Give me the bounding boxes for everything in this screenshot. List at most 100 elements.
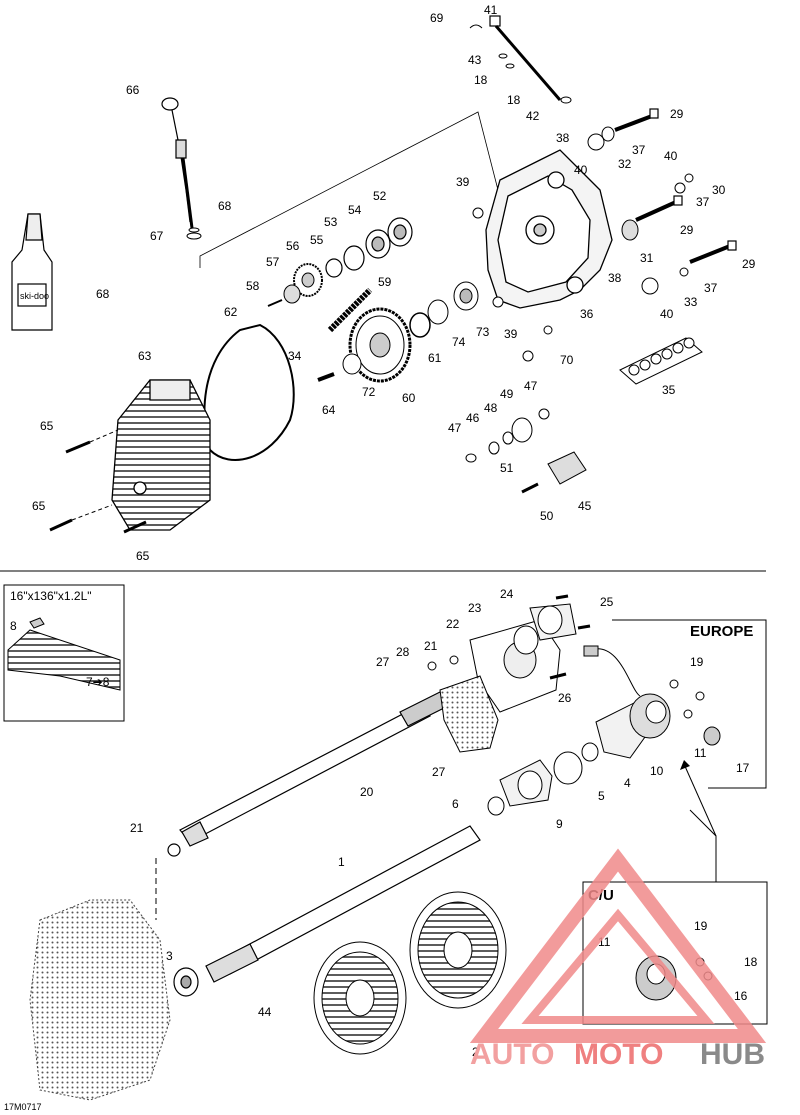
svg-text:6: 6 [452, 797, 459, 811]
watermark-logo [469, 848, 767, 1043]
svg-text:40: 40 [574, 163, 588, 177]
svg-text:52: 52 [373, 189, 387, 203]
svg-text:32: 32 [618, 157, 632, 171]
svg-text:35: 35 [662, 383, 676, 397]
driven-shaft-20 [179, 691, 449, 847]
tensioner-assembly-45-50 [465, 408, 587, 494]
svg-text:50: 50 [540, 509, 554, 523]
label-7-to-8: 7➔8 [86, 675, 110, 689]
svg-text:68: 68 [218, 199, 232, 213]
lower-labels: 24 25 23 22 21 28 27 26 27 20 19 11 17 1… [130, 587, 758, 1059]
svg-text:47: 47 [448, 421, 462, 435]
svg-text:63: 63 [138, 349, 152, 363]
svg-text:26: 26 [558, 691, 572, 705]
svg-text:67: 67 [150, 229, 164, 243]
gasket-62 [203, 323, 295, 461]
watermark-hub: HUB [700, 1038, 765, 1071]
svg-text:42: 42 [526, 109, 540, 123]
svg-text:65: 65 [40, 419, 54, 433]
svg-text:28: 28 [396, 645, 410, 659]
svg-text:58: 58 [246, 279, 260, 293]
svg-text:29: 29 [742, 257, 756, 271]
svg-text:57: 57 [266, 255, 280, 269]
svg-text:66: 66 [126, 83, 140, 97]
oil-bottle-68 [11, 213, 53, 331]
svg-text:4: 4 [624, 776, 631, 790]
svg-text:23: 23 [468, 601, 482, 615]
label-8: 8 [10, 619, 17, 633]
svg-text:19: 19 [690, 655, 704, 669]
diagram-code: 17M0717 [4, 1102, 42, 1112]
svg-text:38: 38 [556, 131, 570, 145]
svg-text:27: 27 [376, 655, 390, 669]
svg-text:18: 18 [474, 73, 488, 87]
bolts-26-28 [427, 655, 567, 680]
washer-67 [186, 227, 202, 240]
svg-text:27: 27 [432, 765, 446, 779]
svg-text:33: 33 [684, 295, 698, 309]
bracket-27 [439, 675, 499, 753]
svg-text:65: 65 [32, 499, 46, 513]
bottle-brand-text: ski-doo [20, 291, 49, 301]
svg-text:64: 64 [322, 403, 336, 417]
svg-text:74: 74 [452, 335, 466, 349]
svg-text:60: 60 [402, 391, 416, 405]
svg-text:59: 59 [378, 275, 392, 289]
svg-text:22: 22 [446, 617, 460, 631]
svg-text:16: 16 [734, 989, 748, 1003]
tensioner-rod-41 [489, 15, 562, 101]
svg-text:40: 40 [664, 149, 678, 163]
svg-text:24: 24 [500, 587, 514, 601]
phantom-chaincase [29, 899, 171, 1101]
svg-text:43: 43 [468, 53, 482, 67]
drive-chain-59 [327, 287, 373, 333]
svg-text:1: 1 [338, 855, 345, 869]
europe-title: EUROPE [690, 623, 753, 640]
small-parts-43-42 [469, 24, 572, 104]
svg-text:31: 31 [640, 251, 654, 265]
bearing-plate-22-25 [469, 594, 591, 713]
svg-text:25: 25 [600, 595, 614, 609]
washer-6 [487, 796, 505, 816]
svg-text:18: 18 [507, 93, 521, 107]
europe-box [612, 619, 767, 789]
svg-text:46: 46 [466, 411, 480, 425]
watermark-moto: MOTO [574, 1038, 663, 1071]
sprocket-60 [317, 307, 412, 383]
svg-text:45: 45 [578, 499, 592, 513]
svg-text:62: 62 [224, 305, 238, 319]
europe-pointer [683, 763, 717, 837]
svg-text:34: 34 [288, 349, 302, 363]
europe-parts [499, 645, 721, 807]
svg-text:44: 44 [258, 1005, 272, 1019]
svg-text:17: 17 [736, 761, 750, 775]
svg-text:69: 69 [430, 11, 444, 25]
parts-61-74-73 [409, 207, 553, 362]
svg-text:2: 2 [472, 1045, 479, 1059]
drive-axle-1 [167, 825, 481, 997]
svg-text:5: 5 [598, 789, 605, 803]
svg-text:37: 37 [704, 281, 718, 295]
svg-text:29: 29 [670, 107, 684, 121]
chaincase-cover-63 [111, 379, 211, 531]
svg-text:70: 70 [560, 353, 574, 367]
svg-text:47: 47 [524, 379, 538, 393]
svg-text:53: 53 [324, 215, 338, 229]
svg-text:9: 9 [556, 817, 563, 831]
svg-text:49: 49 [500, 387, 514, 401]
svg-text:41: 41 [484, 3, 498, 17]
svg-text:30: 30 [712, 183, 726, 197]
svg-text:54: 54 [348, 203, 362, 217]
svg-text:40: 40 [660, 307, 674, 321]
svg-text:68: 68 [96, 287, 110, 301]
svg-text:55: 55 [310, 233, 324, 247]
sprocket-56 [267, 263, 323, 307]
track-inset-box [3, 584, 125, 722]
bearings-52-54 [325, 217, 413, 278]
svg-text:36: 36 [580, 307, 594, 321]
washers-37-38-40 [587, 126, 694, 295]
svg-text:37: 37 [696, 195, 710, 209]
chaincase-housing-36 [485, 149, 613, 309]
svg-text:56: 56 [286, 239, 300, 253]
leader-bracket [199, 111, 499, 268]
